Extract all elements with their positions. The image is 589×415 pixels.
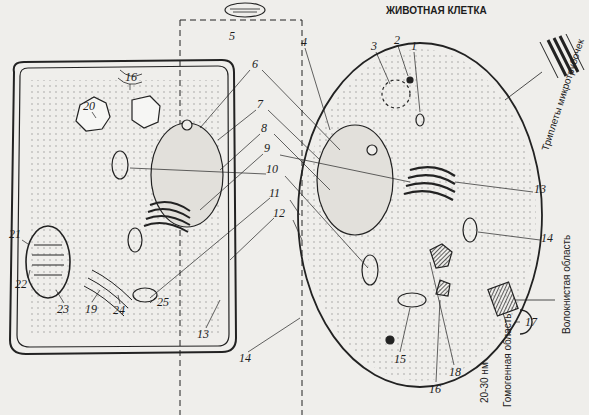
callout-number: 9 <box>263 142 271 154</box>
callout-number: 5 <box>228 30 236 42</box>
callout-number: 14 <box>238 352 252 364</box>
callout-number: 23 <box>56 303 70 315</box>
callout-number: 20 <box>82 100 96 112</box>
plant-cell-wall <box>10 60 236 354</box>
plant-nucleus <box>151 123 223 227</box>
callout-number: 14 <box>540 232 554 244</box>
callout-number: 2 <box>393 34 401 46</box>
golgi <box>404 167 455 200</box>
part-label: Триплеты микротрубочек <box>540 37 586 153</box>
part-label: Волокнистая область <box>562 234 572 335</box>
dimension: 20-30 нм <box>480 361 490 404</box>
callout-number: 6 <box>251 58 259 70</box>
callout-number: 10 <box>265 163 279 175</box>
centrosome <box>382 80 410 108</box>
callout-number: 16 <box>124 71 138 83</box>
callout-number: 24 <box>112 304 126 316</box>
callout-number: 11 <box>268 187 281 199</box>
callout-number: 13 <box>533 183 547 195</box>
callout-number: 8 <box>260 122 268 134</box>
callout-number: 18 <box>448 366 462 378</box>
callout-number: 21 <box>8 228 22 240</box>
callout-number: 12 <box>272 207 286 219</box>
callout-number: 7 <box>256 98 264 110</box>
callout-number: 13 <box>196 328 210 340</box>
callout-number: 4 <box>300 36 308 48</box>
cell-title: ЖИВОТНАЯ КЛЕТКА <box>385 6 488 16</box>
callout-number: 19 <box>84 303 98 315</box>
callout-number: 3 <box>370 40 378 52</box>
callout-number: 22 <box>14 278 28 290</box>
chloroplast <box>225 3 265 17</box>
callout-number: 1 <box>410 40 418 52</box>
callout-number: 15 <box>393 353 407 365</box>
animal-nucleus <box>317 125 393 235</box>
callout-number: 16 <box>428 383 442 395</box>
part-label: Гомогенная область <box>503 312 513 408</box>
callout-number: 17 <box>524 316 538 328</box>
callout-number: 25 <box>156 296 170 308</box>
